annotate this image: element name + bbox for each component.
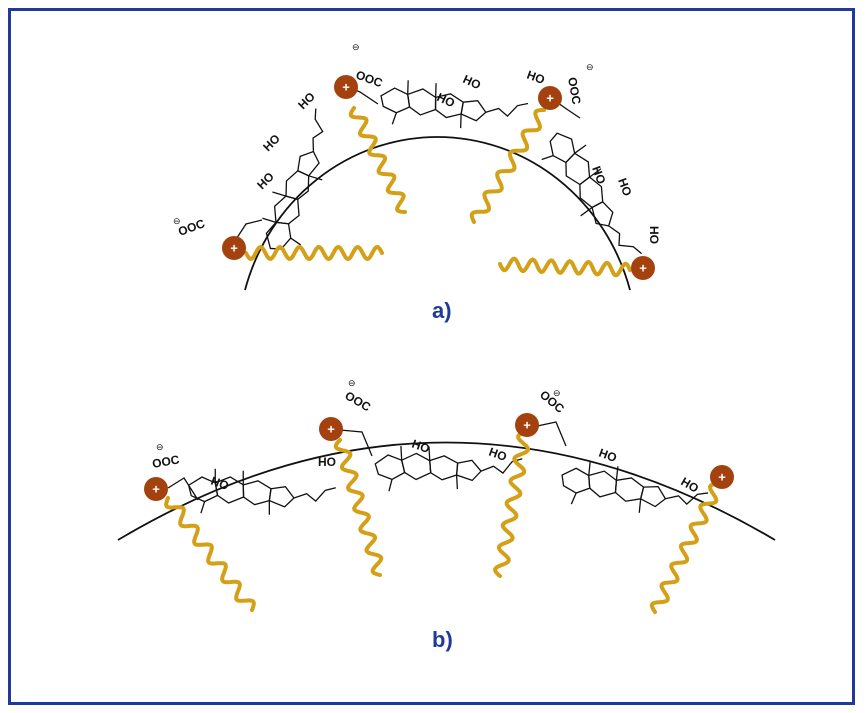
alkyl-chain — [244, 244, 384, 262]
alkyl-chain — [469, 108, 546, 224]
negative-charge-label: ⊖ — [586, 62, 594, 72]
carboxylate-label: OOC — [354, 68, 385, 91]
steroid-methyl-bonds — [570, 461, 642, 513]
figure-frame — [8, 8, 855, 705]
negative-charge-label: ⊖ — [553, 388, 561, 398]
cation-plus-label: + — [342, 80, 350, 95]
hydroxyl-label: HO — [589, 164, 608, 186]
hydroxyl-label: HO — [254, 169, 277, 192]
negative-charge-label: ⊖ — [352, 42, 360, 52]
cation-head-circle — [710, 465, 734, 489]
steroid-ring — [591, 201, 614, 227]
panel-label-b: b) — [432, 627, 453, 652]
alkyl-chain — [649, 482, 720, 614]
hydroxyl-label: HO — [615, 176, 634, 198]
cation-heads-a: + + + + — [222, 75, 655, 280]
hydroxyl-label: HO — [597, 446, 619, 465]
steroid-side-chain — [293, 487, 336, 502]
steroid-methyl-bonds — [391, 80, 462, 129]
hydroxyl-label: HO — [318, 455, 336, 469]
steroid-ring — [242, 480, 272, 506]
steroid-skeleton — [541, 132, 642, 255]
negative-charge-label: ⊖ — [348, 378, 356, 388]
steroid-ring — [297, 150, 320, 177]
carboxylate-label: OOC — [343, 388, 374, 414]
cation-plus-label: + — [546, 91, 554, 106]
cation-head-circle — [222, 236, 246, 260]
steroid-side-chain — [485, 102, 529, 117]
steroid-skeleton — [187, 468, 336, 515]
cation-head-circle — [515, 413, 539, 437]
carboxylate-linker-bonds — [167, 421, 567, 501]
hydroxyl-label: HO — [260, 131, 283, 154]
negative-charge-label: ⊖ — [173, 216, 181, 226]
alkyl-chain — [493, 430, 530, 578]
carboxylate-label: OOC — [151, 452, 181, 471]
steroid-ring — [400, 452, 432, 481]
cation-head-circle — [334, 75, 358, 99]
negative-charge-label: ⊖ — [156, 442, 164, 452]
cation-head-circle — [538, 86, 562, 110]
cation-plus-label: + — [152, 482, 160, 497]
micelle-surface-curve-b — [117, 441, 776, 541]
cation-plus-label: + — [230, 241, 238, 256]
hydroxyl-label: HO — [209, 474, 231, 493]
cation-head-circle — [144, 477, 168, 501]
hydroxyl-label: HO — [410, 437, 432, 456]
alkyl-chain — [164, 496, 256, 612]
carboxylate-label: OOC — [565, 76, 584, 106]
cation-head-circle — [631, 256, 655, 280]
steroid-methyl-bonds — [541, 144, 602, 217]
steroid-ring — [549, 132, 576, 164]
alkyl-chains-a — [244, 106, 632, 278]
cation-plus-label: + — [639, 261, 647, 276]
cation-plus-label: + — [327, 422, 335, 437]
steroid-ring — [455, 459, 482, 482]
cation-heads-b: + + + + — [144, 413, 734, 501]
alkyl-chains-b — [164, 430, 720, 614]
steroid-skeleton — [561, 461, 709, 513]
steroid-side-chain — [608, 225, 642, 255]
hydroxyl-label: HO — [525, 68, 547, 87]
alkyl-chain — [333, 438, 384, 577]
bile-salt-molecules-b — [167, 421, 709, 515]
hydroxyl-label: HO — [647, 226, 661, 244]
hydroxyl-label: HO — [435, 90, 457, 110]
hydroxyl-label: HO — [295, 89, 318, 112]
steroid-ring — [429, 455, 459, 481]
cation-head-circle — [319, 417, 343, 441]
hydroxyl-label: HO — [487, 445, 509, 464]
carboxylate-label: OOC — [176, 216, 207, 239]
steroid-ring — [639, 485, 667, 508]
steroid-ring — [561, 467, 591, 494]
hydroxyl-label: HO — [461, 72, 483, 92]
steroid-ring — [268, 486, 295, 508]
steroid-side-chain — [312, 108, 324, 152]
steroid-methyl-bonds — [388, 446, 459, 492]
steroid-side-chain — [665, 492, 709, 505]
alkyl-chain — [348, 106, 407, 214]
alkyl-chain — [498, 256, 632, 278]
steroid-skeleton — [380, 80, 529, 129]
panel-label-a: a) — [432, 298, 452, 323]
steroid-skeleton — [374, 446, 523, 492]
steroid-methyl-bonds — [200, 468, 271, 515]
cation-plus-label: + — [718, 470, 726, 485]
cation-plus-label: + — [523, 418, 531, 433]
steroid-ring — [406, 88, 437, 116]
steroid-methyl-bonds — [262, 175, 323, 246]
steroid-ring — [460, 100, 487, 122]
steroid-ring — [588, 470, 618, 498]
